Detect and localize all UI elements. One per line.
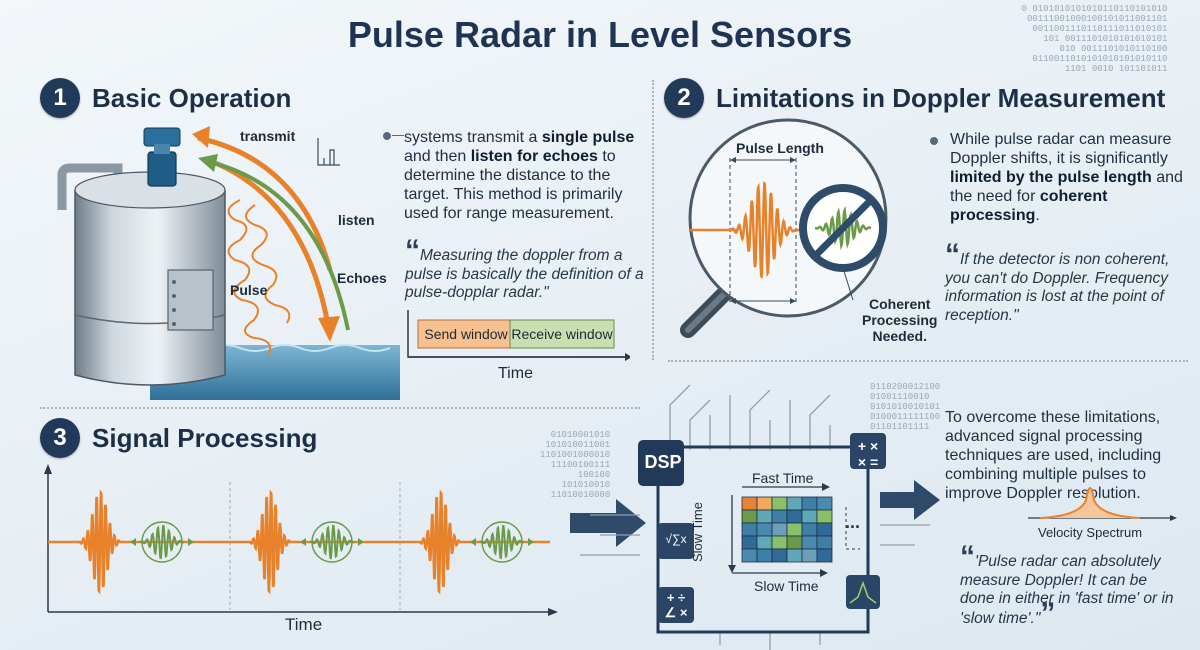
divider-horizontal-left (40, 407, 640, 409)
send-window-label: Send window (424, 326, 508, 342)
section3-number-badge: 3 (40, 418, 80, 458)
tank-panel (167, 269, 214, 331)
ellipsis: ... (845, 512, 861, 532)
tank-illustration (57, 126, 400, 400)
receive-window-label: Receive window (511, 326, 613, 342)
pulse-label: Pulse (230, 282, 268, 298)
listen-label: listen (338, 212, 375, 228)
matrix-cell (756, 509, 773, 524)
section1-title: Basic Operation (92, 82, 292, 113)
pulse-coil (227, 199, 291, 357)
matrix-cell (741, 509, 758, 524)
ops-chip (658, 587, 694, 623)
matrix-cell (801, 496, 818, 511)
send-window-box (417, 319, 511, 349)
matrix-cell (786, 509, 803, 524)
matrix-cell (801, 522, 818, 537)
matrix-cell (756, 548, 773, 563)
transmitted-pulses (48, 489, 550, 595)
section1-quote: “Measuring the doppler from a pulse is b… (405, 234, 644, 302)
matrix-cell (741, 535, 758, 550)
transmit-arrow (197, 135, 333, 271)
sqrt-icon: √∑x (665, 532, 687, 546)
matrix-cell (786, 522, 803, 537)
section1-description: systems transmit a single pulse and then… (404, 129, 635, 222)
echo-pulses (130, 521, 534, 563)
arrow-to-text (880, 480, 940, 520)
bullet-dot (930, 137, 938, 145)
section2-header: 2 Limitations in Doppler Measurement (664, 78, 1165, 118)
section2-description: While pulse radar can measure Doppler sh… (950, 131, 1183, 224)
binary-decoration-mid: 01010001010 101010011001 1101001000010 1… (540, 430, 611, 500)
section3-header: 3 Signal Processing (40, 418, 317, 458)
bullet-dot (383, 132, 391, 140)
math-ops-chip (850, 433, 886, 469)
section1-header: 1 Basic Operation (40, 78, 291, 118)
receive-window-box (509, 319, 615, 349)
spectrum-chip (846, 575, 880, 609)
dsp-chip (638, 440, 684, 486)
pipe (57, 163, 123, 210)
matrix-cell (786, 496, 803, 511)
listen-arrow (209, 160, 350, 331)
matrix-cell (786, 535, 803, 550)
velocity-spectrum-label: Velocity Spectrum (1038, 525, 1143, 540)
pulse-length-label: Pulse Length (736, 140, 824, 156)
matrix-cell (741, 522, 758, 537)
matrix-cell (816, 496, 833, 511)
coherent-processing-label: Coherent Processing Needed. (862, 296, 938, 344)
echo-wave-2 (309, 524, 355, 560)
matrix-cell (756, 522, 773, 537)
section2-title: Limitations in Doppler Measurement (716, 82, 1166, 113)
radar-sensor (147, 151, 177, 187)
matrix-cell (741, 496, 758, 511)
echoes-label: Echoes (337, 270, 387, 286)
section2-quote: “If the detector is non coherent, you ca… (945, 238, 1170, 324)
matrix-cell (771, 522, 788, 537)
section3-title: Signal Processing (92, 422, 318, 453)
binary-decoration-right: 0110200012100 01001110010 0101010010101 … (870, 382, 941, 432)
matrix-cell (816, 522, 833, 537)
matrix-cell (786, 548, 803, 563)
section2-number-badge: 2 (664, 78, 704, 118)
echo-wave-1 (139, 524, 185, 560)
fast-slow-time-matrix (741, 496, 833, 563)
ops-icon: + ÷∠ × (664, 590, 688, 620)
echo-wave-3 (479, 524, 525, 560)
section3-quote: “'Pulse radar can absolutely measure Dop… (960, 540, 1174, 630)
pulse-waveform (690, 181, 828, 279)
slow-time-label: Slow Time (754, 578, 819, 594)
fast-time-label: Fast Time (752, 470, 814, 486)
matrix-cell (756, 535, 773, 550)
matrix-cell (816, 535, 833, 550)
matrix-cell (816, 548, 833, 563)
time-axis-label: Time (285, 615, 323, 634)
matrix-cell (771, 548, 788, 563)
magnifier-illustration (680, 118, 888, 338)
matrix-cell (756, 496, 773, 511)
divider-horizontal-right (668, 360, 1188, 362)
dsp-label: DSP (644, 452, 682, 472)
pulse-train-plot (44, 464, 558, 616)
velocity-spectrum-plot (1028, 487, 1177, 521)
math-ops-icon: + ×× = (857, 438, 879, 470)
binary-decoration-top-right: 0 0101010101010110110101010 001110010001… (1021, 4, 1168, 74)
matrix-cell (741, 548, 758, 563)
section1-number-badge: 1 (40, 78, 80, 118)
matrix-cell (771, 496, 788, 511)
matrix-cell (771, 509, 788, 524)
divider-vertical (652, 80, 654, 360)
transmit-label: transmit (240, 128, 296, 144)
matrix-cell (801, 509, 818, 524)
matrix-cell (771, 535, 788, 550)
matrix-cell (816, 509, 833, 524)
matrix-cell (801, 548, 818, 563)
timeline-diagram (407, 310, 630, 361)
matrix-cell (801, 535, 818, 550)
timeline-axis-label: Time (498, 365, 533, 382)
dsp-circuit (580, 384, 930, 650)
slow-time-vertical-label: Slow Time (690, 502, 705, 562)
sqrt-chip (658, 523, 694, 559)
page-title: Pulse Radar in Level Sensors (347, 14, 853, 55)
